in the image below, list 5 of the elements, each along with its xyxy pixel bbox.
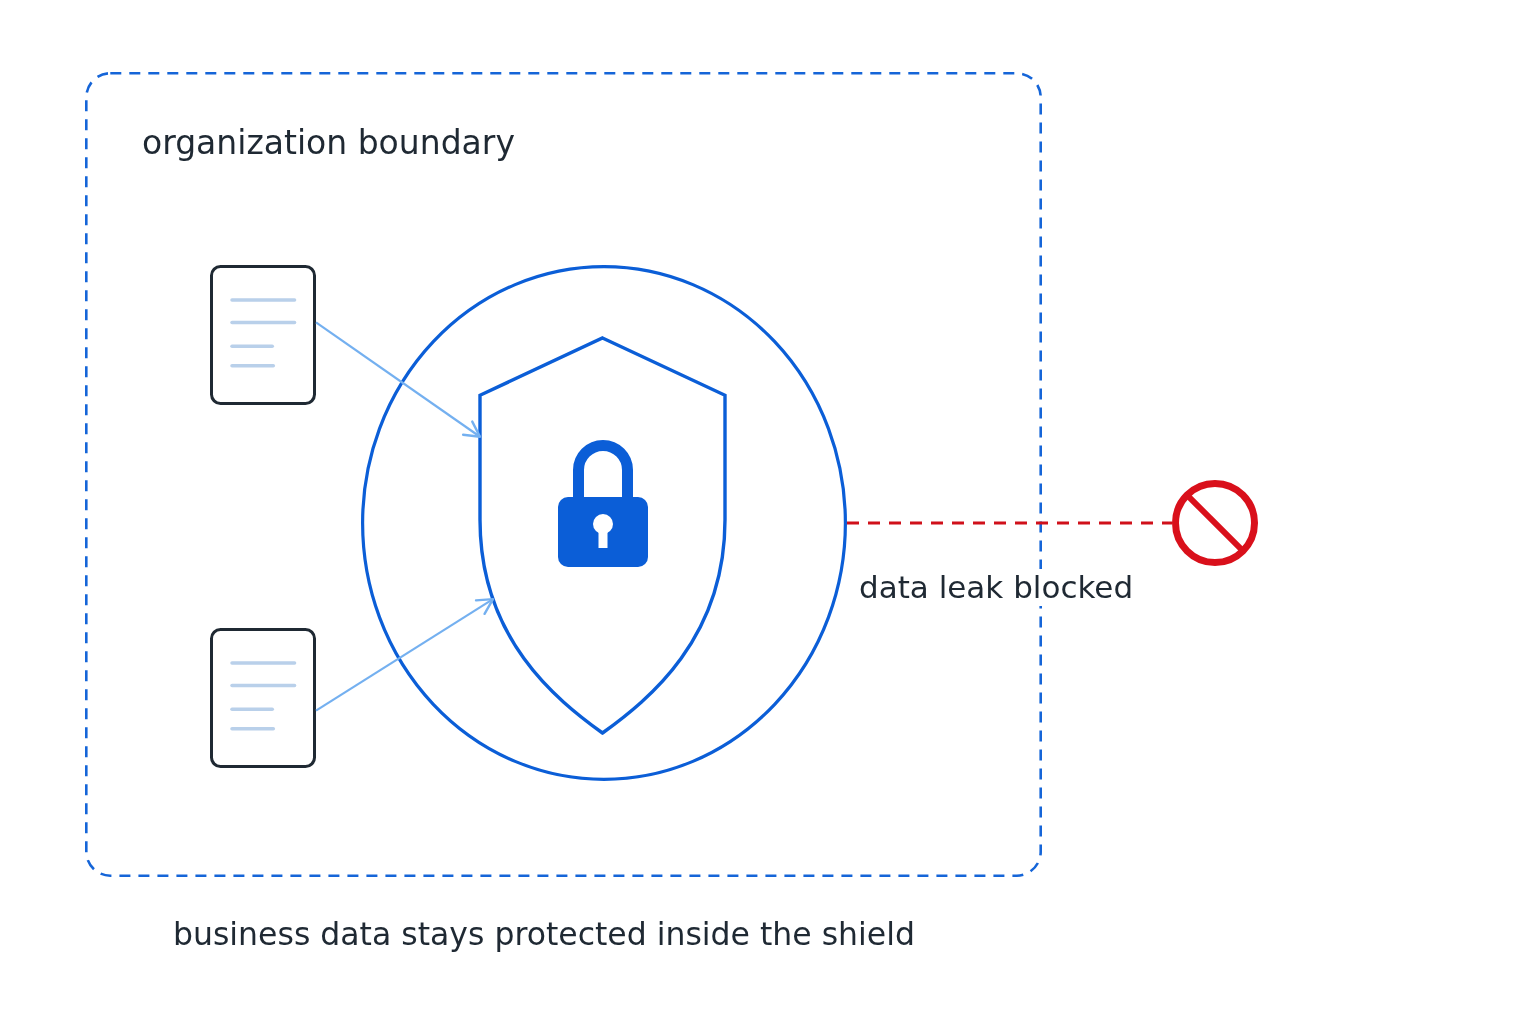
dashed-connector [847,521,1172,525]
arrow [315,597,495,712]
group-title: organization boundary [142,123,515,163]
caption: business data stays protected inside the shield [173,916,915,954]
arrow [315,321,482,438]
